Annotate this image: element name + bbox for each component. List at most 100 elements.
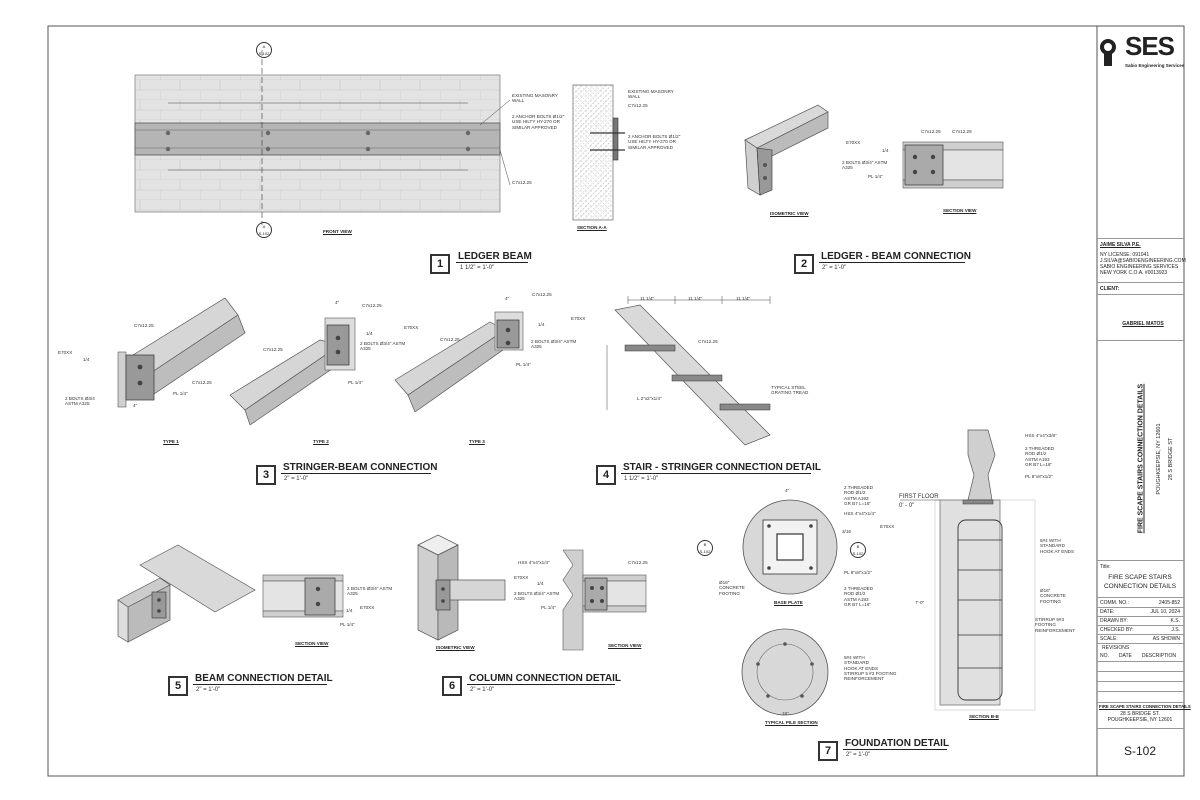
note-hss-bb: HSS 4"x4"x3/8" (1025, 433, 1057, 438)
vertical-address-1: 28 S BRIDGE ST (1168, 437, 1174, 481)
ledger-beam-section-a (572, 84, 625, 221)
note-c7x-3f: C7x12.25 (440, 337, 460, 342)
note-hook-7: 5#4 WITH STANDARD HOOK AT ENDS (844, 655, 879, 671)
base-plate-label: BASE PLATE (774, 600, 803, 605)
detail-4-scale: 1 1/2" = 1'-0" (624, 476, 659, 482)
note-c7x-1: C7x12.25 (512, 180, 532, 185)
client-label: CLIENT: (1100, 286, 1120, 292)
note-dim-8-top: 4" (785, 488, 790, 493)
foundation-pile-section (741, 628, 829, 716)
title-line-2: CONNECTION DETAILS (1103, 583, 1177, 590)
stringer-beam-type1 (117, 297, 246, 408)
section-tag-top: A S-102 (256, 42, 272, 58)
tb-rule-4 (1097, 340, 1184, 341)
footer-address-2: POUGHKEEPSIE, NY 12601 (1107, 717, 1173, 723)
section-tag-bottom: A S-102 (256, 222, 272, 238)
tb-row-comm-value: 2405-852 (1158, 600, 1180, 606)
tb-row-date-label: DATE: (1100, 609, 1115, 615)
note-anchor-bolts-a: 2 ANCHOR BOLTS Ø1/2" USE HILTY HY-270 OR… (628, 134, 681, 150)
detail-5-title: BEAM CONNECTION DETAIL (195, 673, 333, 684)
note-dim-frac-2: 1/4 (882, 148, 889, 153)
section-tag-b-right: B S-102 (850, 542, 866, 558)
note-bolts-3e: 2 BOLTS Ø3/4" ASTM A325 (531, 339, 577, 350)
note-angle-4: L 2"x2"x1/4" (637, 396, 662, 401)
type3-label: TYPE 3 (469, 439, 485, 444)
detail-1-title: LEDGER BEAM (458, 251, 532, 262)
note-concrete-footing-7: Ø16" CONCRETE FOOTING (719, 580, 745, 596)
sheet-border (47, 25, 1185, 777)
footer-address-1: 28 S BRIDGE ST. (1120, 711, 1160, 717)
detail-3-title: STRINGER-BEAM CONNECTION (283, 462, 438, 473)
note-c7x-3e: C7x12.25 (532, 292, 552, 297)
note-c7x-3c: C7x12.25 (362, 303, 382, 308)
note-hook-bb: 5#4 WITH STANDARD HOOK AT ENDS (1040, 538, 1075, 554)
detail-5-number: 5 (168, 676, 188, 696)
isometric-view-label-2: ISOMETRIC VIEW (770, 211, 809, 216)
note-dim-frac-6: 1/4 (537, 581, 544, 586)
tb-row-drawn-value: K.S. (1170, 618, 1180, 624)
title-line-1: FIRE SCAPE STAIRS (1108, 574, 1172, 581)
note-dim-frac-3c: 1/4 (366, 331, 373, 336)
section-tag-top-letter: A (262, 44, 266, 49)
revisions-label: REVISIONS (1102, 645, 1130, 651)
note-pl-3a: PL 1/4" (173, 391, 188, 396)
section-bb-label: SECTION B-B (969, 714, 999, 719)
detail-6-title: COLUMN CONNECTION DETAIL (469, 673, 622, 684)
section-tag-b-right-letter: B (856, 544, 860, 549)
sheet-number: S-102 (1123, 744, 1157, 758)
detail-2-title-rule (819, 262, 965, 263)
tb-row-date: DATE: JUL 10, 2024 (1100, 609, 1180, 615)
note-concrete-bb: Ø16" CONCRETE FOOTING (1040, 588, 1066, 604)
note-c7x-4: C7x12.25 (698, 339, 718, 344)
detail-2-number: 2 (794, 254, 814, 274)
note-first-floor: FIRST FLOOR (899, 494, 939, 500)
tb-rule-2 (1097, 282, 1184, 283)
tb-rule-17 (1097, 728, 1184, 729)
note-pl-3e: PL 1/4" (516, 362, 531, 367)
tb-row-comm: COMM. NO.:2405-852 (1100, 600, 1180, 606)
note-c7x-2a: C7x12.25 (921, 129, 941, 134)
note-e70xx-3e: E70XX (571, 316, 586, 321)
note-stirrup-7: STIRRUP 5 #3 FOOTING REINFORCEMENT (844, 671, 897, 682)
engineer-line-2: J.SILVA@SABIOENGINEERING.COM (1100, 258, 1186, 264)
detail-4-number: 4 (596, 465, 616, 485)
note-threaded-rod-7b: 2 THREADED ROD Ø1/2 ASTM A193 GR B7 L=16… (844, 586, 874, 608)
tb-row-checked-label: CHECKED BY: (1100, 627, 1134, 633)
rev-col-description: DESCRIPTION (1141, 653, 1177, 659)
tb-row-scale: SCALE:AS SHOWN (1100, 636, 1180, 642)
tb-rule-8 (1097, 616, 1184, 617)
tb-row-drawn: DRAWN BY:K.S. (1100, 618, 1180, 624)
firm-name: Sabio Engineering Services (1125, 63, 1185, 68)
note-hss-7: HSS 4"x4"x1/4" (844, 511, 876, 516)
detail-4-title-rule (621, 473, 811, 474)
ledger-beam-front-view (134, 50, 511, 225)
isometric-view-label-6: ISOMETRIC VIEW (436, 645, 475, 650)
note-pl-7: PL 8"x8"x1/2" (844, 570, 872, 575)
note-e70xx-2: E70XX (846, 140, 861, 145)
note-e70xx-6: E70XX (514, 575, 529, 580)
detail-3-title-rule (281, 473, 431, 474)
section-tag-b-left-letter: B (703, 542, 707, 547)
section-view-label-6: SECTION VIEW (608, 643, 642, 648)
note-dim-7-bb: 7'-0" (915, 600, 925, 605)
tb-row-scale-label: SCALE: (1100, 636, 1118, 642)
note-dim-4-3a: 4" (133, 403, 138, 408)
vertical-title: FIRE SCAPE STAIRS CONNECTION DETAILS (1137, 383, 1145, 534)
tb-rule-1 (1097, 238, 1184, 239)
note-pl-6: PL 1/4" (541, 605, 556, 610)
note-dim-frac-5: 1/4 (346, 608, 353, 613)
section-view-label-2: SECTION VIEW (943, 208, 977, 213)
column-connection-section-view (562, 549, 647, 651)
detail-7-scale: 2" = 1'-0" (846, 752, 871, 758)
title-label: Title: (1100, 564, 1111, 570)
note-existing-masonry-a: EXISTING MASONRY WALL (628, 89, 674, 100)
tb-row-date-value: JUL 10, 2024 (1150, 609, 1180, 615)
detail-7-title: FOUNDATION DETAIL (845, 738, 950, 749)
engineer-line-4: NEW YORK C.O.A. #0013923 (1100, 270, 1168, 276)
stair-stringer-drawing (606, 296, 771, 446)
tb-rule-7 (1097, 607, 1184, 608)
column-connection-isometric (417, 534, 506, 641)
note-threaded-rod-7a: 2 THREADED ROD Ø1/2 ASTM A193 GR B7 L=16… (844, 485, 874, 507)
tb-rule-15 (1097, 691, 1184, 692)
